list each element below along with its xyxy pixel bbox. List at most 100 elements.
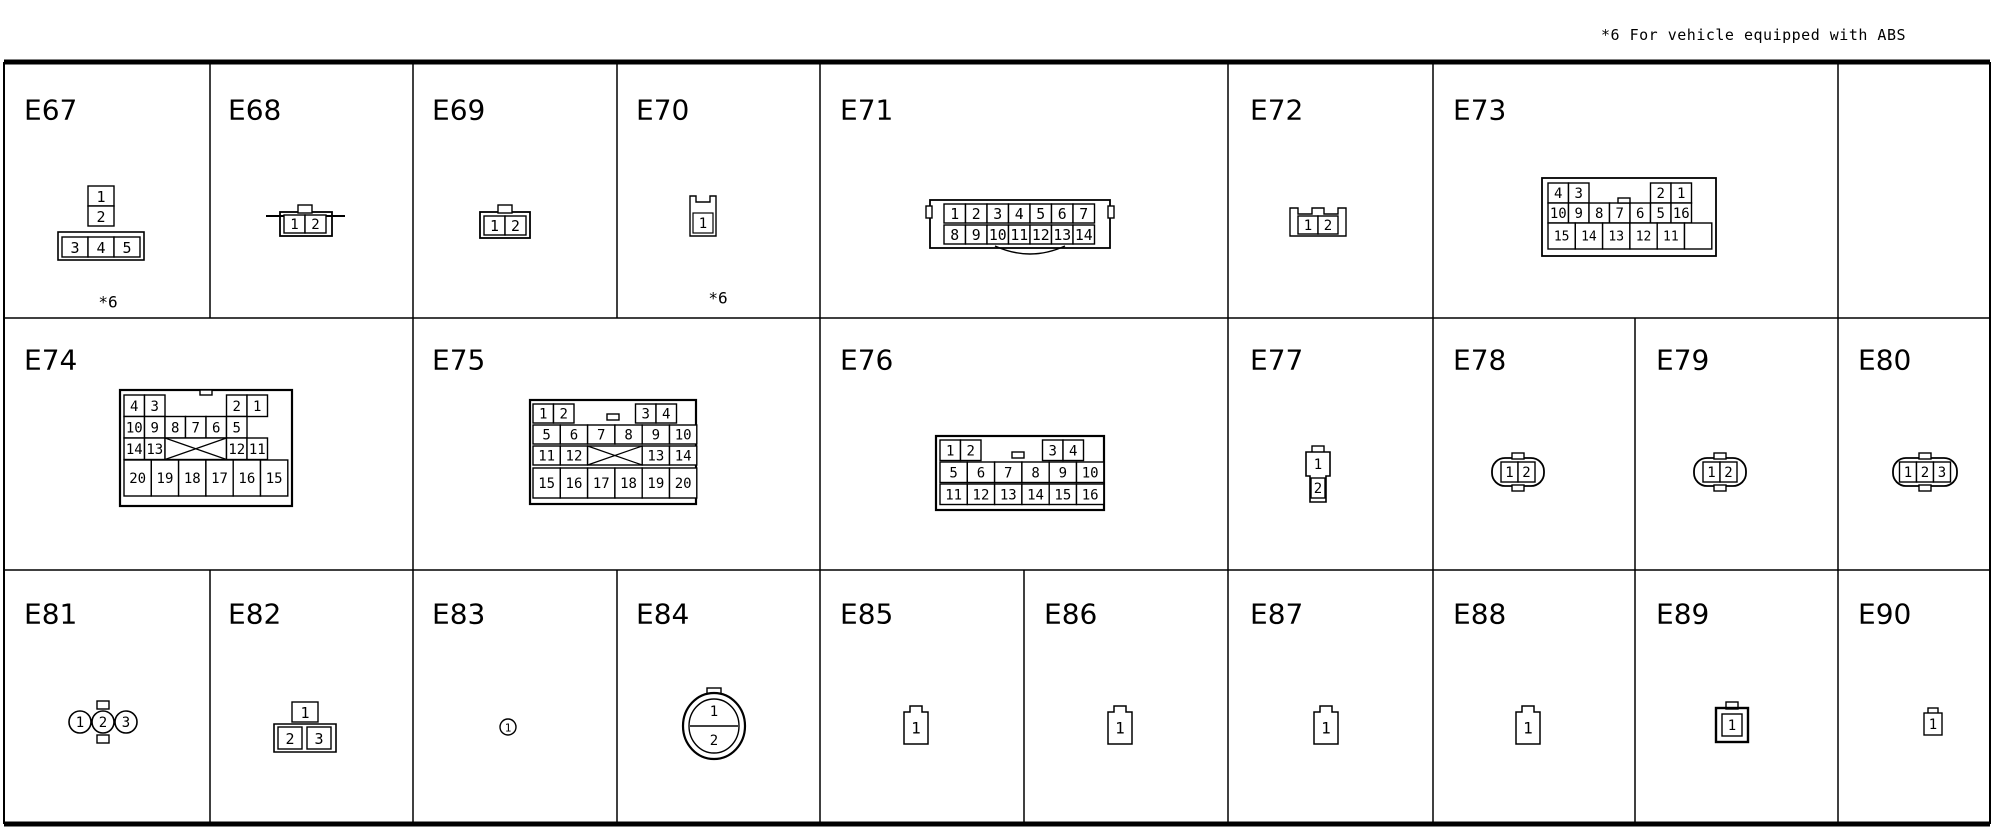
pin-number: 1 <box>946 443 954 459</box>
lock-tab <box>1011 451 1025 459</box>
pin-number: 6 <box>212 420 220 436</box>
lock-tab <box>1511 452 1525 460</box>
note-mark-e67: *6 <box>98 293 117 312</box>
pin-number: 2 <box>710 733 718 749</box>
lock-tab <box>1617 197 1631 204</box>
pin-cell <box>150 459 180 497</box>
pin-number: 6 <box>977 465 985 481</box>
pin-cell <box>1923 712 1943 736</box>
pin-number: 7 <box>597 428 605 444</box>
pin-cell <box>68 710 92 734</box>
pin-number: 9 <box>1575 206 1583 222</box>
pin-number: 11 <box>1663 230 1679 245</box>
pin-cell <box>614 467 643 499</box>
pin-cell <box>232 459 262 497</box>
connector-label-e85: E85 <box>840 598 893 631</box>
pin-number: 9 <box>652 428 660 444</box>
pin-number: 2 <box>560 407 568 423</box>
connector-label-e79: E79 <box>1656 344 1709 377</box>
connector-e85: 1 <box>903 705 929 745</box>
pin-number: 5 <box>542 428 550 444</box>
pin-number: 20 <box>675 476 692 492</box>
pin-cell <box>91 710 115 734</box>
pin-number: 2 <box>233 399 241 415</box>
connector-label-e78: E78 <box>1453 344 1506 377</box>
pin-number: 2 <box>96 208 105 226</box>
pin-cell <box>1629 222 1658 250</box>
pin-number: 14 <box>126 442 143 458</box>
connector-housing <box>1515 705 1541 745</box>
connector-label-e90: E90 <box>1858 598 1911 631</box>
pin-number: 2 <box>972 206 981 223</box>
connector-label-e83: E83 <box>432 598 485 631</box>
pin-number: 1 <box>253 399 261 415</box>
pin-number: 2 <box>1324 218 1332 234</box>
pin-number: 4 <box>96 239 105 257</box>
pin-number: 1 <box>1505 465 1513 481</box>
pin-cell <box>87 205 115 227</box>
connector-label-e70: E70 <box>636 94 689 127</box>
pin-number: 19 <box>157 471 174 487</box>
lock-tab <box>1918 452 1932 460</box>
connector-e84: 12 <box>681 687 747 761</box>
pin-cell <box>959 439 982 462</box>
lock-tab <box>1713 452 1727 460</box>
lock-tab <box>497 204 513 214</box>
pin-number: 15 <box>1554 230 1570 245</box>
lock-tab <box>1918 484 1932 492</box>
pin-cell <box>291 701 319 723</box>
connector-label-e80: E80 <box>1858 344 1911 377</box>
connector-housing <box>57 231 145 261</box>
connector-label-e81: E81 <box>24 598 77 631</box>
pin-number: 4 <box>662 407 670 423</box>
pin-number: 1 <box>1728 718 1736 734</box>
pin-number: 3 <box>642 407 650 423</box>
pin-number: 18 <box>620 476 637 492</box>
pin-number: 2 <box>1314 481 1322 497</box>
pin-number: 5 <box>122 239 131 257</box>
pin-number: 12 <box>1032 227 1050 244</box>
connector-label-e87: E87 <box>1250 598 1303 631</box>
connector-e90: 1 <box>1923 707 1943 736</box>
pin-number: 14 <box>1075 227 1093 244</box>
connector-label-e75: E75 <box>432 344 485 377</box>
pin-number: 15 <box>538 476 555 492</box>
pin-number: 13 <box>1053 227 1071 244</box>
pin-number: 9 <box>972 227 981 244</box>
pin-number: 18 <box>184 471 201 487</box>
pin-cell <box>113 236 141 258</box>
pin-number: 11 <box>1010 227 1028 244</box>
connector-housing <box>929 199 1111 249</box>
pin-cell <box>1075 483 1105 506</box>
pin-number: 16 <box>1673 206 1690 222</box>
pin-number: 1 <box>1677 186 1685 202</box>
pin-number: 17 <box>593 476 610 492</box>
pin-number: 1 <box>1321 719 1331 738</box>
pin-number: 11 <box>538 449 555 465</box>
pin-number: 14 <box>675 449 692 465</box>
pin-number: 16 <box>1082 487 1099 503</box>
pin-number: 11 <box>945 487 962 503</box>
lock-tab <box>96 734 110 744</box>
pin-number: 1 <box>1707 465 1715 481</box>
pin-number: 1 <box>539 407 547 423</box>
connector-label-e71: E71 <box>840 94 893 127</box>
pin-cell <box>552 403 575 424</box>
pin-cell <box>304 214 327 234</box>
pin-number: 1 <box>505 722 512 735</box>
pin-number: 14 <box>1027 487 1044 503</box>
pin-number: 2 <box>311 217 319 233</box>
connector-label-e77: E77 <box>1250 344 1303 377</box>
pin-number: 16 <box>566 476 583 492</box>
lock-tab <box>1511 484 1525 492</box>
pin-number: 1 <box>950 206 959 223</box>
